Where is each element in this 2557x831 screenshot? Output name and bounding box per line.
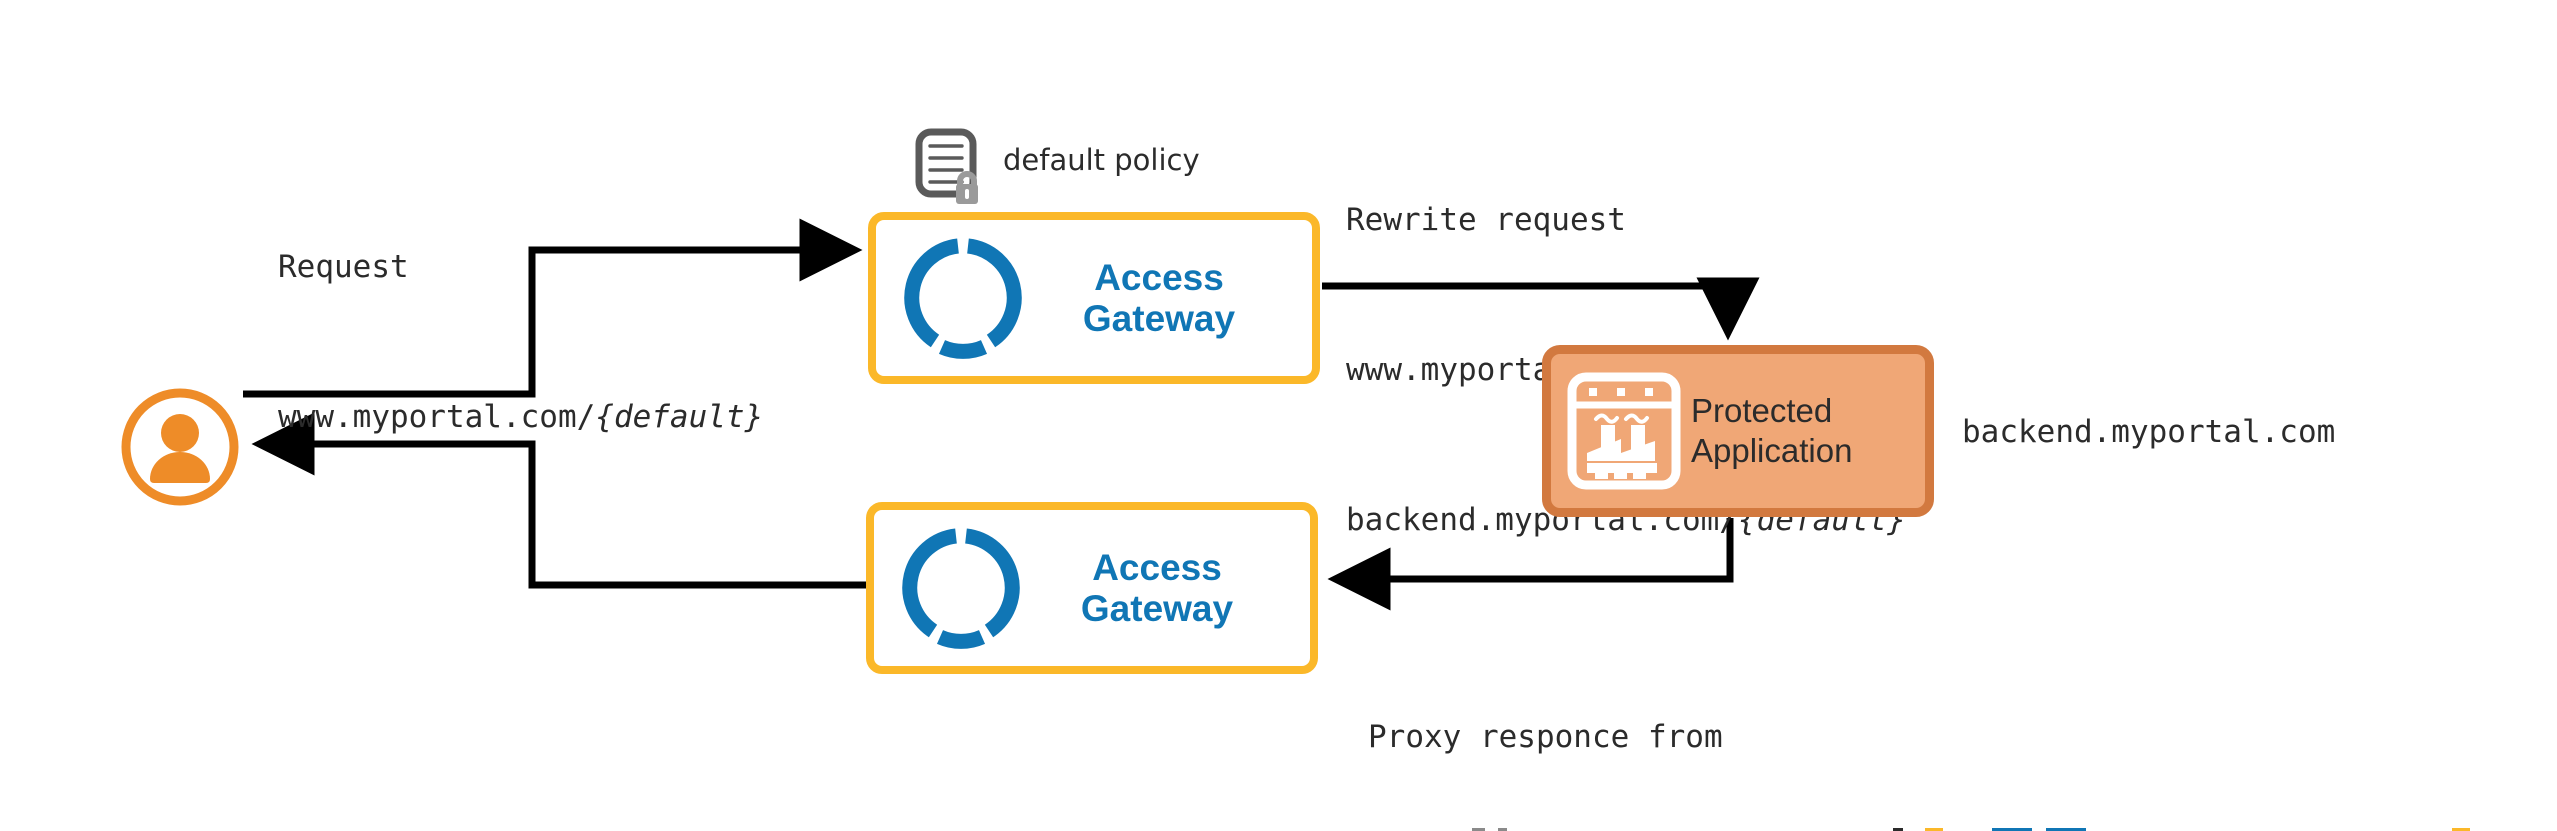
access-gateway-ring-icon <box>902 528 1020 649</box>
factory-window-icon <box>1567 372 1681 490</box>
cutoff-content-sliver <box>0 826 2557 831</box>
user-actor[interactable] <box>118 385 242 509</box>
user-avatar-icon <box>121 388 239 506</box>
default-policy-label: default policy <box>1003 143 1200 177</box>
request-line2-prefix: www.myportal.com/ <box>278 399 596 435</box>
access-gateway-top-title: Access Gateway <box>1028 257 1304 340</box>
proxy-response-annotation: Proxy responce from backend.myportal.com… <box>1368 612 1984 831</box>
access-gateway-top[interactable]: Access Gateway <box>868 212 1320 384</box>
protected-application-node[interactable]: Protected Application <box>1542 345 1934 517</box>
protected-app-line2: Application <box>1691 432 1853 469</box>
protected-application-title: Protected Application <box>1683 391 1915 472</box>
rewrite-line1: Rewrite request <box>1346 202 1626 238</box>
gateway-top-line2: Gateway <box>1082 298 1236 339</box>
gateway-bottom-line2: Gateway <box>1080 588 1234 629</box>
request-line1: Request <box>278 249 409 285</box>
gateway-top-line1: Access <box>1094 256 1224 298</box>
locked-document-icon <box>914 128 988 208</box>
access-gateway-bottom[interactable]: Access Gateway <box>866 502 1318 674</box>
gateway-bottom-line1: Access <box>1092 546 1222 588</box>
protected-app-line1: Protected <box>1691 391 1833 429</box>
access-gateway-ring-icon <box>904 238 1022 359</box>
access-gateway-bottom-title: Access Gateway <box>1026 547 1302 630</box>
request-annotation: Request www.myportal.com/{default} <box>278 142 763 542</box>
request-line2-var: {default} <box>595 399 764 435</box>
backend-host-label: backend.myportal.com <box>1962 414 2336 450</box>
proxy-line1: Proxy responce from <box>1368 719 1723 755</box>
